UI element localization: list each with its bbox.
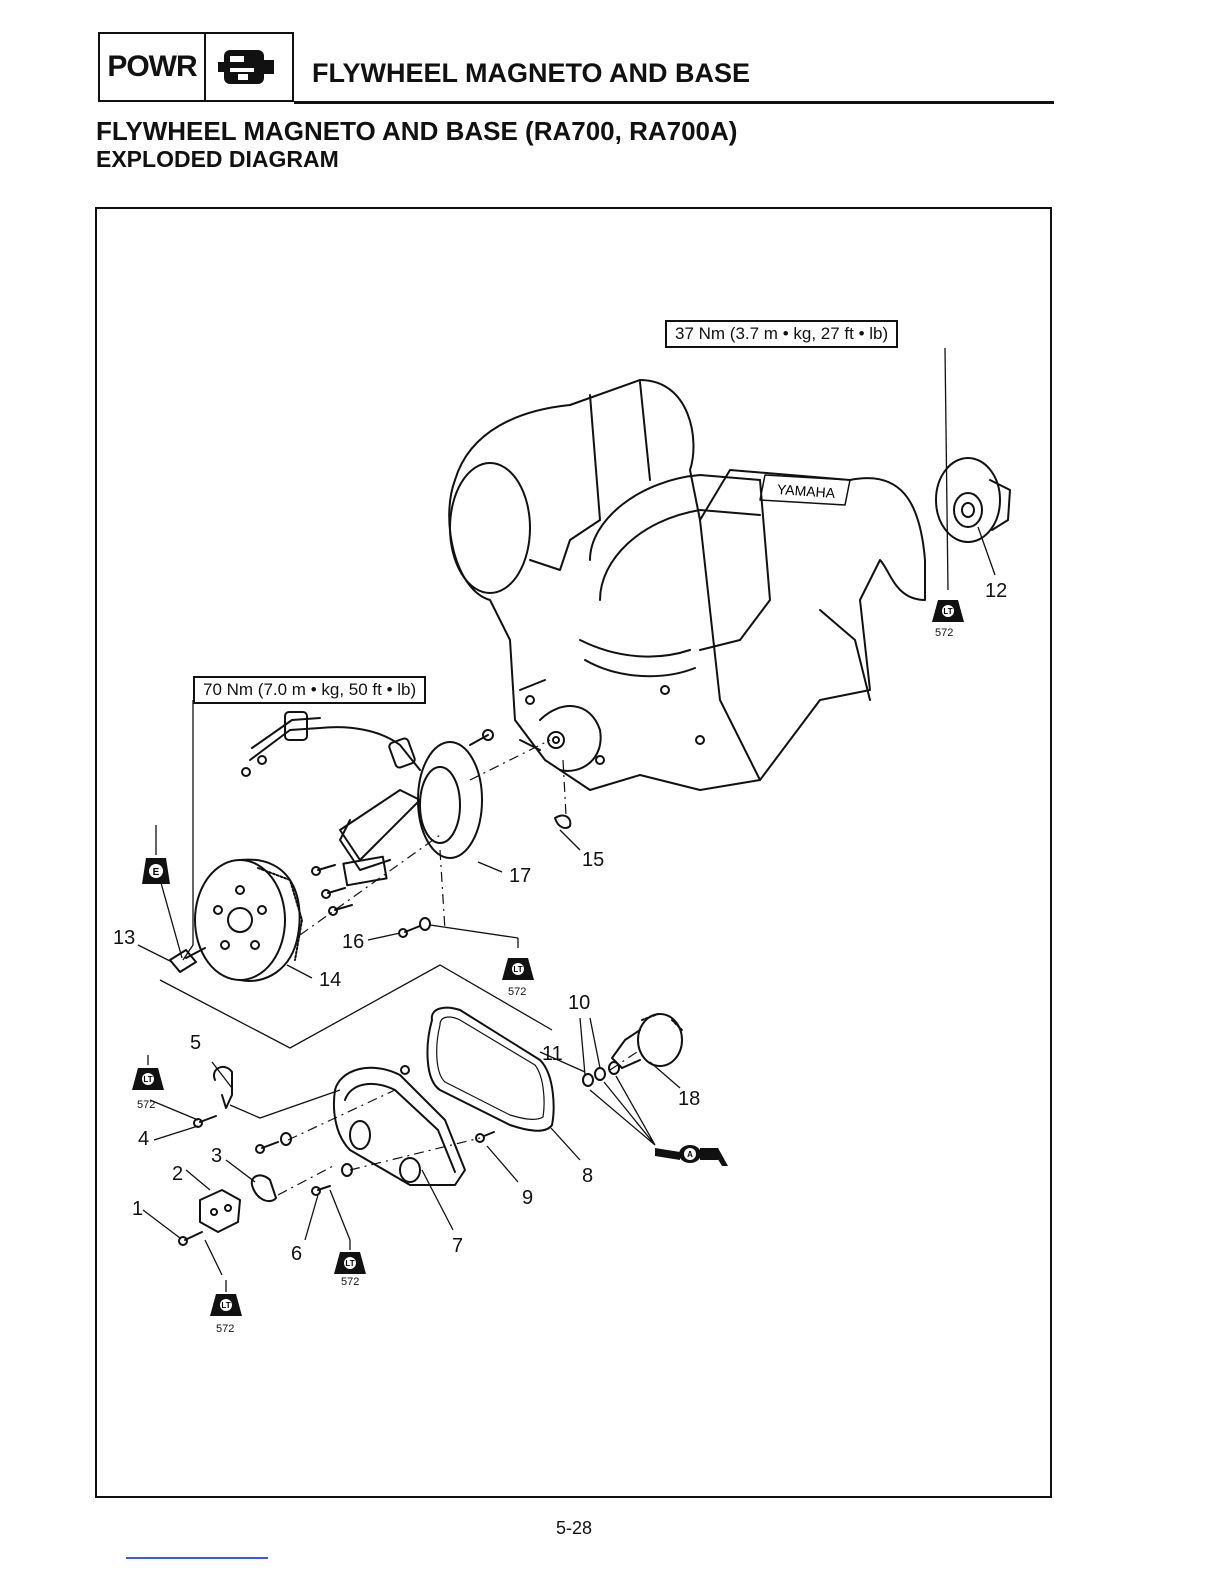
part-number-15: 15 [582, 849, 604, 872]
svg-text:LT: LT [345, 1259, 354, 1268]
page-number: 5-28 [556, 1518, 592, 1539]
lt-code-label: 572 [137, 1099, 155, 1111]
svg-text:A: A [687, 1150, 693, 1159]
part-number-14: 14 [319, 969, 341, 992]
part-number-1: 1 [132, 1198, 143, 1221]
torque-spec-pulley: 37 Nm (3.7 m • kg, 27 ft • lb) [665, 320, 898, 348]
footer-link-underline[interactable] [126, 1557, 268, 1559]
engine-brand: YAMAHA [777, 481, 837, 501]
svg-text:LT: LT [513, 965, 522, 974]
part-number-17: 17 [509, 865, 531, 888]
part-number-6: 6 [291, 1243, 302, 1266]
engine-block [449, 380, 925, 790]
part-number-4: 4 [138, 1128, 149, 1151]
part-number-12: 12 [985, 580, 1007, 603]
part-number-2: 2 [172, 1163, 183, 1186]
lt-code-label: 572 [935, 627, 953, 639]
part-number-5: 5 [190, 1032, 201, 1055]
svg-text:LT: LT [143, 1075, 152, 1084]
part-number-11: 11 [542, 1043, 563, 1066]
part-number-13: 13 [113, 927, 135, 950]
lt-code-label: 572 [508, 986, 526, 998]
svg-text:LT: LT [221, 1301, 230, 1310]
part-number-16: 16 [342, 931, 364, 954]
part-number-9: 9 [522, 1187, 533, 1210]
svg-text:E: E [153, 867, 160, 878]
part-14-shape [195, 860, 302, 981]
lt-code-label: 572 [216, 1323, 234, 1335]
part-18-shape [612, 1014, 682, 1068]
part-number-10: 10 [568, 992, 590, 1015]
part-number-7: 7 [452, 1235, 463, 1258]
lt-markers [132, 600, 964, 1316]
svg-text:LT: LT [943, 607, 952, 616]
part-number-8: 8 [582, 1165, 593, 1188]
part-7-shape [334, 1068, 465, 1185]
part-number-18: 18 [678, 1088, 700, 1111]
part-number-3: 3 [211, 1145, 222, 1168]
wire-harness [242, 712, 493, 776]
lt-code-label: 572 [341, 1276, 359, 1288]
torque-spec-flywheel: 70 Nm (7.0 m • kg, 50 ft • lb) [193, 676, 426, 704]
part-13-shape [170, 948, 205, 972]
